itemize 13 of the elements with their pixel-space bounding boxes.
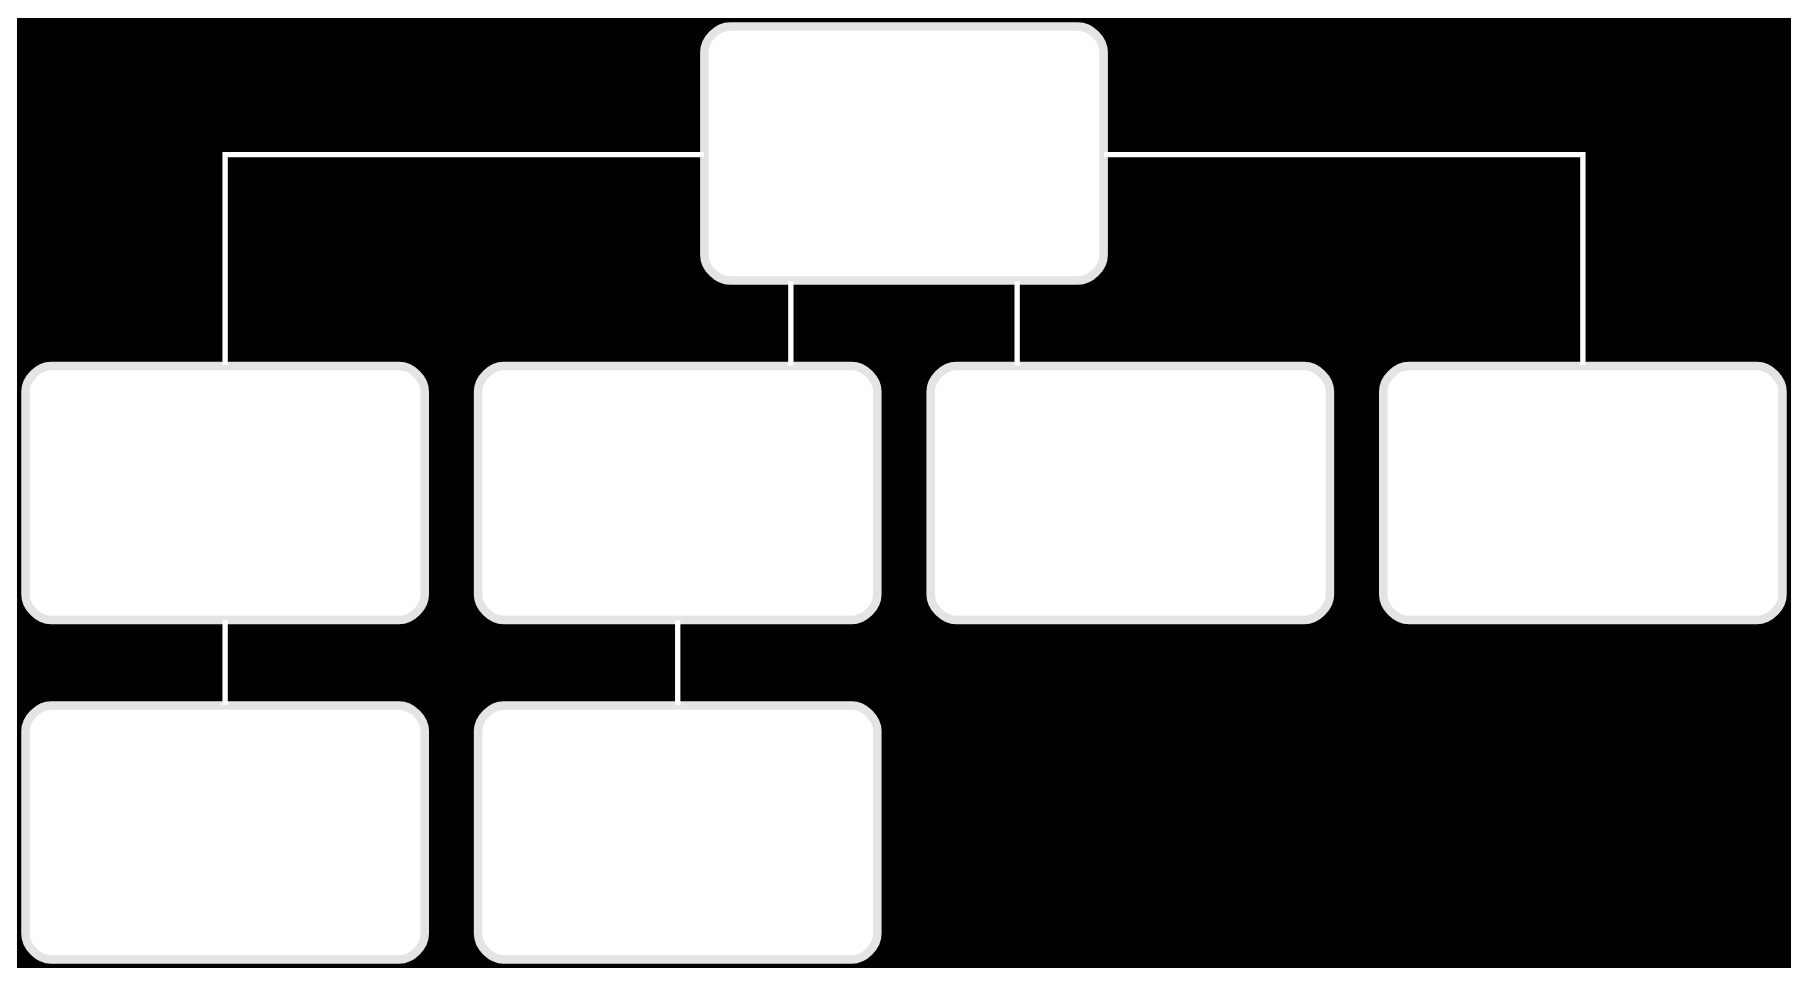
connector [222, 619, 228, 704]
node-box [21, 700, 429, 963]
connector [675, 619, 681, 704]
node-box [700, 21, 1108, 284]
connector [222, 150, 704, 365]
node-box [473, 360, 882, 624]
node-box [1379, 360, 1787, 624]
node-box [926, 360, 1335, 624]
connector [1014, 279, 1020, 365]
node-box [473, 700, 882, 963]
node-box [21, 360, 429, 624]
connector [788, 279, 794, 365]
connector [1104, 150, 1586, 365]
